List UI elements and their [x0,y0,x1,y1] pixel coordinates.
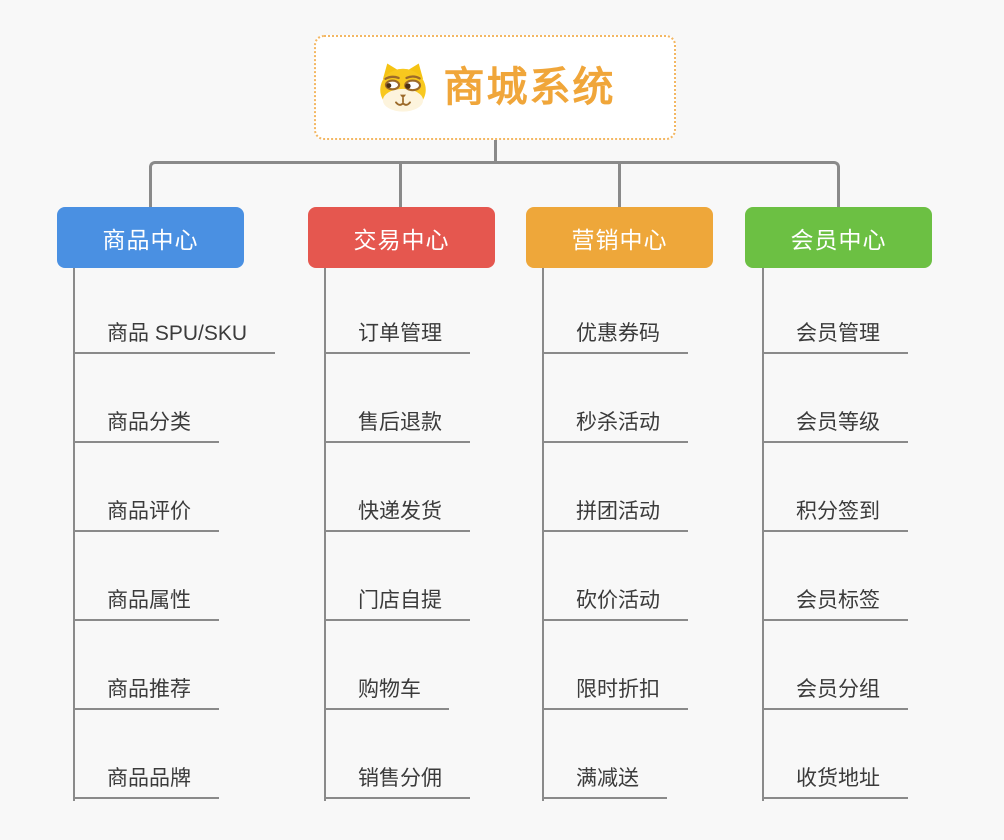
leaf-node[interactable]: 商品属性 [73,590,219,621]
leaf-node[interactable]: 商品品牌 [73,768,219,799]
leaf-node[interactable]: 商品分类 [73,412,219,443]
branch-node-goods[interactable]: 商品中心 [57,207,244,268]
leaf-node[interactable]: 积分签到 [762,501,908,532]
leaf-node[interactable]: 会员分组 [762,679,908,710]
connector-trunk-middle [399,161,621,164]
leaf-node[interactable]: 优惠券码 [542,323,688,354]
leaf-node[interactable]: 商品 SPU/SKU [73,323,276,354]
leaf-node[interactable]: 会员等级 [762,412,908,443]
leaf-node[interactable]: 收货地址 [762,768,908,799]
column-line-trade [324,268,326,801]
connector-trunk-left [149,161,402,207]
branch-node-trade[interactable]: 交易中心 [308,207,495,268]
branch-label: 会员中心 [790,226,887,253]
leaf-node[interactable]: 售后退款 [324,412,470,443]
leaf-node[interactable]: 拼团活动 [542,501,688,532]
root-node[interactable]: 商城系统 [314,35,676,140]
branch-node-member[interactable]: 会员中心 [745,207,932,268]
leaf-node[interactable]: 满减送 [542,768,667,799]
branch-label: 交易中心 [353,226,450,253]
leaf-node[interactable]: 购物车 [324,679,449,710]
leaf-node[interactable]: 商品推荐 [73,679,219,710]
root-title: 商城系统 [443,64,616,110]
column-line-marketing [542,268,544,801]
leaf-node[interactable]: 砍价活动 [542,590,688,621]
connector-root-stub [494,140,497,164]
connector-trunk-right [618,161,840,207]
branch-label: 营销中心 [571,226,668,253]
column-line-goods [73,268,75,801]
column-line-member [762,268,764,801]
leaf-node[interactable]: 秒杀活动 [542,412,688,443]
branch-label: 商品中心 [102,226,199,253]
leaf-node[interactable]: 会员管理 [762,323,908,354]
dog-face-icon [379,63,426,112]
branch-node-marketing[interactable]: 营销中心 [526,207,713,268]
leaf-node[interactable]: 商品评价 [73,501,219,532]
leaf-node[interactable]: 会员标签 [762,590,908,621]
connector-drop-marketing [618,161,621,207]
leaf-node[interactable]: 限时折扣 [542,679,688,710]
leaf-node[interactable]: 订单管理 [324,323,470,354]
leaf-node[interactable]: 快递发货 [324,501,470,532]
leaf-node[interactable]: 销售分佣 [324,768,470,799]
connector-drop-trade [399,161,402,207]
leaf-node[interactable]: 门店自提 [324,590,470,621]
